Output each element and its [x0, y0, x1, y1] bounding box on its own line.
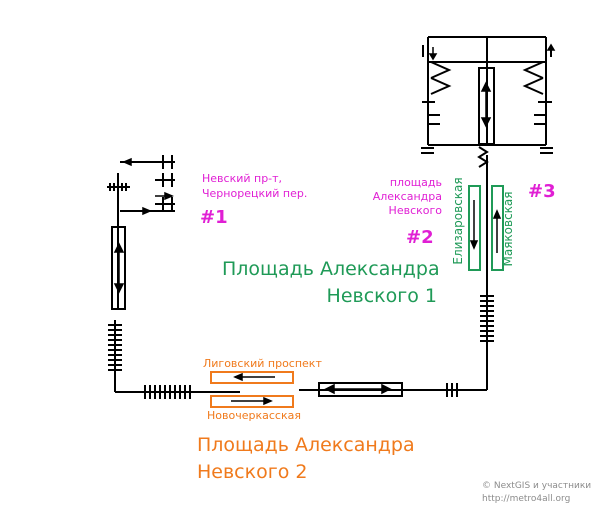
- platform-label-mayakovskaya: Маяковская: [501, 191, 515, 267]
- station-nevsky-2-line1: Площадь Александра: [197, 434, 415, 456]
- station-nevsky-1-line2: Невского 1: [326, 285, 437, 307]
- arrow-left-icon: [122, 157, 132, 167]
- door-zigzag: [430, 61, 452, 79]
- door-zigzag: [522, 77, 544, 95]
- two-way-arrow-icon: [113, 242, 125, 253]
- platform-ligovsky: [210, 371, 294, 384]
- arrow-right-icon: [142, 206, 152, 216]
- arrow-right-icon: [164, 191, 174, 201]
- copyright-line1: © NextGIS и участники: [482, 481, 592, 491]
- entrance-1-number: #1: [200, 207, 228, 228]
- platform-elizarovskaya: [468, 185, 481, 271]
- two-way-arrow-icon: [480, 81, 492, 92]
- entrance-2-line3: Невского: [388, 204, 442, 217]
- escalator: [111, 226, 126, 310]
- station-nevsky-2-line2: Невского 2: [197, 461, 308, 483]
- station-name-nevsky-2: Площадь Александра Невского 2: [197, 432, 415, 486]
- entrance-1-line1: Невский пр-т,: [202, 172, 283, 185]
- arrow-down-icon: [428, 53, 438, 61]
- two-way-arrow-icon: [113, 283, 125, 294]
- entrance-1-line2: Чернорецкий пер.: [202, 187, 308, 200]
- entrance-2-label: площадь Александра Невского: [362, 176, 442, 218]
- platform-mayakovskaya: [491, 185, 504, 271]
- door-zigzag: [522, 61, 544, 79]
- two-way-arrow-icon: [324, 383, 335, 395]
- escalator: [318, 382, 403, 397]
- two-way-arrow-icon: [381, 383, 392, 395]
- entrance-3-number: #3: [528, 181, 556, 202]
- arrow-down-icon: [469, 240, 479, 250]
- door-zigzag: [430, 77, 452, 95]
- platform-label-elizarovskaya: Елизаровская: [451, 177, 465, 265]
- platform-label-novocherkasskaya: Новочеркасская: [207, 409, 301, 422]
- arrow-left-icon: [233, 372, 243, 382]
- door-zigzag: [477, 146, 489, 168]
- platform-novocherkasskaya: [210, 395, 294, 408]
- two-way-arrow-icon: [480, 117, 492, 128]
- entrance-2-line2: Александра: [372, 190, 442, 203]
- arrow-up-icon: [546, 43, 556, 51]
- station-nevsky-1-line1: Площадь Александра: [222, 258, 440, 280]
- platform-label-ligovsky: Лиговский проспект: [203, 357, 322, 370]
- entrance-2-line1: площадь: [389, 176, 442, 189]
- entrance-2-number: #2: [406, 227, 434, 248]
- arrow-right-icon: [263, 396, 273, 406]
- copyright-notice: © NextGIS и участники http://metro4all.o…: [482, 480, 591, 506]
- escalator: [478, 67, 495, 145]
- arrow-up-icon: [492, 209, 502, 219]
- station-name-nevsky-1: Площадь Александра Невского 1: [222, 256, 440, 310]
- entrance-1-label: Невский пр-т, Чернорецкий пер.: [202, 171, 307, 201]
- copyright-link[interactable]: http://metro4all.org: [482, 494, 571, 504]
